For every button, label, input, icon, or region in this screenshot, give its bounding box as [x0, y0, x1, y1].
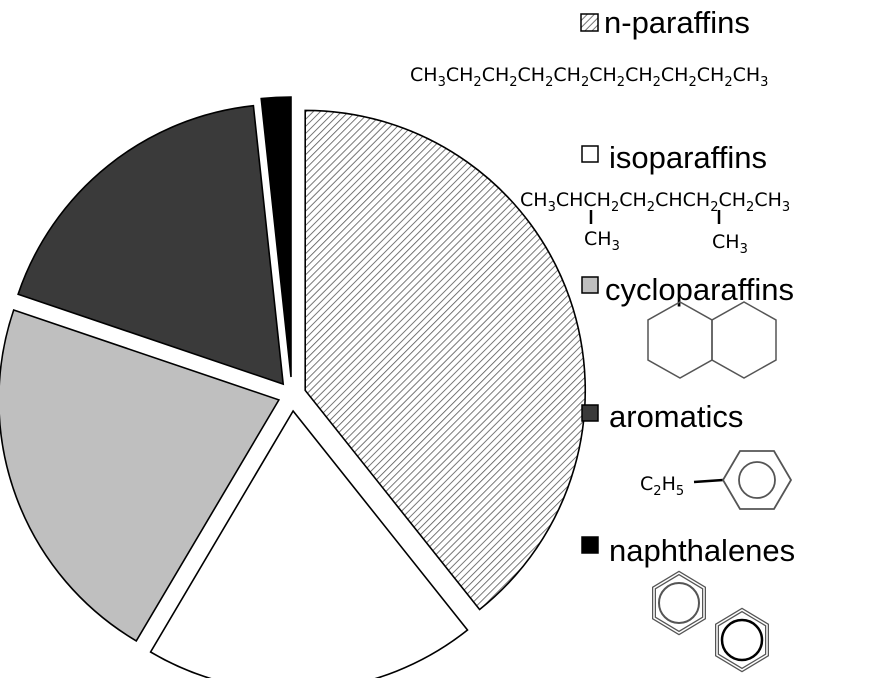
pie-slices — [0, 96, 587, 678]
legend-swatch-aromatics — [581, 404, 599, 422]
legend-label-naphthalenes: naphthalenes — [609, 533, 795, 568]
decalin-structure-icon — [647, 301, 777, 379]
legend-entry-aromatics: aromatics — [581, 399, 743, 434]
isoparaffins-formula-main: CH3CHCH2CH2CHCH2CH2CH3 — [520, 189, 790, 215]
isoparaffins-branch-2: CH3 — [712, 231, 748, 257]
legend-entry-n-paraffins: n-paraffins — [580, 5, 750, 40]
pie-slice-isoparaffins — [149, 409, 469, 678]
aromatics-substituent: C2H5 — [640, 473, 684, 499]
legend-label-aromatics: aromatics — [609, 399, 743, 434]
ethyl-bond — [693, 478, 724, 484]
legend-entry-cycloparaffins: cycloparaffins — [581, 272, 794, 307]
isoparaffins-structure: CH3CHCH2CH2CHCH2CH2CH3 CH3 CH3 — [520, 189, 790, 257]
legend-entry-naphthalenes: naphthalenes — [581, 533, 795, 568]
n-paraffins-formula: CH3CH2CH2CH2CH2CH2CH2CH2CH2CH3 — [410, 64, 768, 90]
ethylbenzene-structure-icon: C2H5 — [640, 450, 793, 510]
benzene-ring — [721, 450, 793, 510]
benzene-aromatic-circle — [738, 461, 776, 499]
legend-entry-isoparaffins: isoparaffins — [581, 140, 767, 175]
legend-swatch-isoparaffins — [581, 145, 599, 163]
pie-slice-cycloparaffins — [0, 308, 281, 642]
naphthalene-structure-icon — [652, 570, 769, 673]
legend-label-n-paraffins: n-paraffins — [604, 5, 750, 40]
legend-label-isoparaffins: isoparaffins — [609, 140, 767, 175]
isoparaffins-branch-1: CH3 — [584, 228, 620, 254]
legend-swatch-n-paraffins — [580, 13, 599, 32]
pie-slice-naphthalenes — [260, 96, 292, 378]
pie-slice-nparaffins — [304, 109, 587, 611]
pie-slice-aromatics — [17, 104, 285, 386]
legend-label-cycloparaffins: cycloparaffins — [605, 272, 794, 307]
legend-swatch-naphthalenes — [581, 536, 599, 554]
legend-swatch-cycloparaffins — [581, 276, 599, 294]
